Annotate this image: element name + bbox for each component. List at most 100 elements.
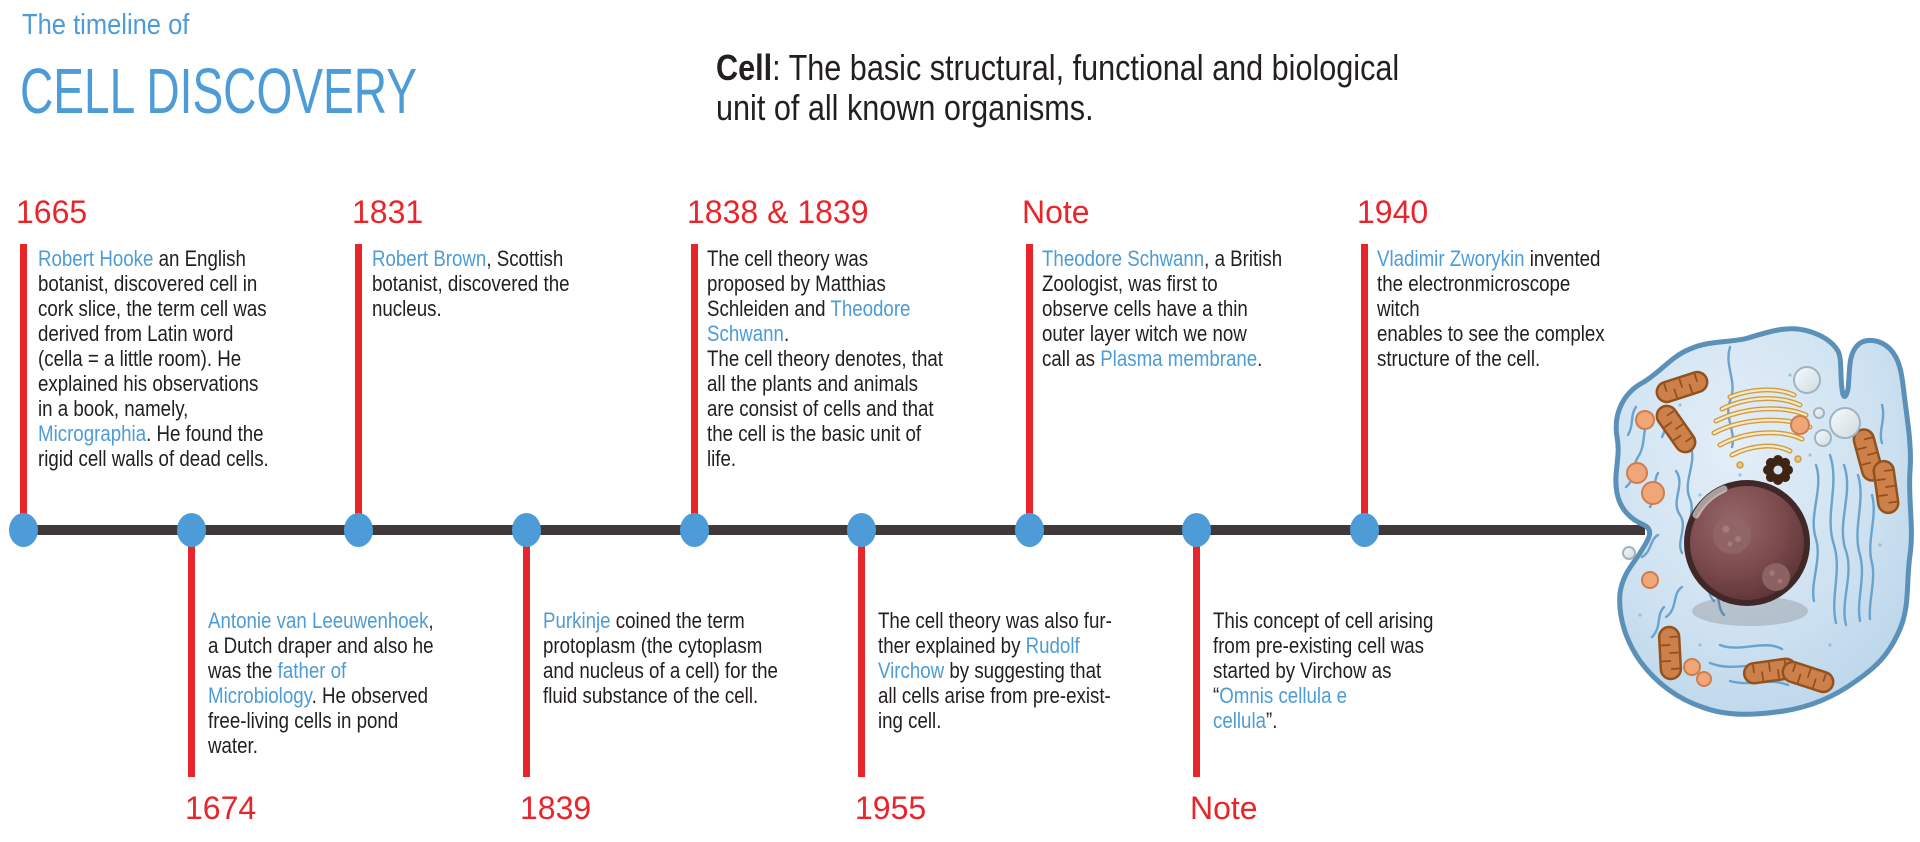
text-segment: derived from Latin word — [38, 321, 234, 346]
event-description: Antonie van Leeuwenhoek,a Dutch draper a… — [208, 608, 434, 758]
event-year-label: Note — [1190, 790, 1258, 826]
text-segment: witch — [1377, 296, 1420, 321]
text-segment: . — [783, 321, 790, 346]
text-segment: fluid substance of the cell. — [543, 683, 759, 708]
nucleus — [1684, 480, 1810, 626]
highlighted-term: Purkinje — [543, 608, 611, 633]
highlighted-term: Theodore Schwann — [1042, 246, 1205, 271]
timeline-dot — [1349, 513, 1379, 547]
text-segment: outer layer witch we now — [1042, 321, 1247, 346]
highlighted-term: Virchow — [878, 658, 945, 683]
text-segment: Schleiden and — [707, 296, 831, 321]
text-segment: proposed by Matthias — [707, 271, 886, 296]
text-segment: started by Virchow as — [1213, 658, 1392, 683]
text-segment: structure of the cell. — [1377, 346, 1541, 371]
animal-cell-illustration — [1580, 315, 1920, 735]
event-connector-line — [19, 244, 27, 530]
event-description: The cell theory was also fur-ther explai… — [878, 608, 1112, 733]
event-connector-line — [1360, 244, 1368, 530]
event-year-label: 1674 — [185, 790, 257, 826]
text-segment: This concept of cell arising — [1213, 608, 1434, 633]
text-segment: ing cell. — [878, 708, 942, 733]
text-segment: “ — [1213, 683, 1220, 708]
text-segment: . — [1257, 346, 1263, 371]
text-segment: . He found the — [146, 421, 264, 446]
highlighted-term: Schwann — [707, 321, 784, 346]
timeline-dot — [846, 513, 876, 547]
text-segment: botanist, discovered the — [372, 271, 570, 296]
timeline-dot — [511, 513, 541, 547]
text-segment: from pre-existing cell was — [1213, 633, 1424, 658]
text-segment: invented — [1524, 246, 1601, 271]
text-segment: water. — [208, 733, 258, 758]
timeline-dot — [176, 513, 206, 547]
highlighted-term: Plasma membrane — [1100, 346, 1258, 371]
page-title: CELL DISCOVERY — [20, 55, 417, 127]
highlighted-term: Theodore — [830, 296, 911, 321]
highlighted-term: cellula — [1213, 708, 1267, 733]
text-segment: the cell is the basic unit of — [707, 421, 922, 446]
text-segment: are consist of cells and that — [707, 396, 934, 421]
text-segment: The cell theory was also fur- — [878, 608, 1112, 633]
text-segment: Zoologist, was first to — [1042, 271, 1218, 296]
text-segment: protoplasm (the cytoplasm — [543, 633, 763, 658]
event-year-label: 1665 — [16, 194, 88, 230]
text-segment: enables to see the complex — [1377, 321, 1605, 346]
text-segment: rigid cell walls of dead cells. — [38, 446, 269, 471]
text-segment: . He observed — [311, 683, 429, 708]
vesicles — [1622, 366, 1861, 560]
text-segment: a Dutch draper and also he — [208, 633, 434, 658]
text-segment: life. — [707, 446, 737, 471]
nucleolus — [1713, 516, 1790, 591]
text-segment: all the plants and animals — [707, 371, 919, 396]
highlighted-term: Vladimir Zworykin — [1377, 246, 1525, 271]
event-connector-line — [690, 244, 698, 530]
text-segment: botanist, discovered cell in — [38, 271, 258, 296]
timeline-dot — [8, 513, 38, 547]
event-connector-line — [522, 530, 530, 777]
text-segment: in a book, namely, — [38, 396, 189, 421]
lysosomes — [1626, 410, 1810, 687]
text-segment: , — [428, 608, 434, 633]
text-segment: coined the term — [610, 608, 745, 633]
event-connector-line — [354, 244, 362, 530]
event-connector-line — [1025, 244, 1033, 530]
text-segment: was the — [208, 658, 278, 683]
event-year-label: 1955 — [855, 790, 927, 826]
event-year-label: 1838 & 1839 — [687, 194, 869, 230]
highlighted-term: Robert Hooke — [38, 246, 154, 271]
event-connector-line — [187, 530, 195, 777]
event-connector-line — [857, 530, 865, 777]
text-segment: nucleus. — [372, 296, 442, 321]
definition-term: Cell — [716, 47, 773, 88]
highlighted-term: Rudolf — [1025, 633, 1080, 658]
event-year-label: Note — [1022, 194, 1090, 230]
definition-text-line1: : The basic structural, functional and b… — [772, 47, 1400, 88]
event-year-label: 1839 — [520, 790, 592, 826]
text-segment: The cell theory denotes, that — [707, 346, 943, 371]
text-segment: and nucleus of a cell) for the — [543, 658, 778, 683]
text-segment: by suggesting that — [944, 658, 1102, 683]
timeline-dot — [1014, 513, 1044, 547]
text-segment: , a British — [1204, 246, 1283, 271]
highlighted-term: Micrographia — [38, 421, 147, 446]
event-year-label: 1831 — [352, 194, 424, 230]
cytoplasm-speckles — [1638, 373, 1882, 647]
animal-cell-drawing — [1613, 326, 1914, 717]
text-segment: an English — [153, 246, 246, 271]
timeline-dot — [1181, 513, 1211, 547]
highlighted-term: Robert Brown — [372, 246, 487, 271]
text-segment: observe cells have a thin — [1042, 296, 1248, 321]
text-segment: (cella = a little room). He — [38, 346, 242, 371]
definition-text-line2: unit of all known organisms. — [716, 87, 1094, 128]
cell-definition: Cell: The basic structural, functional a… — [716, 48, 1399, 128]
text-segment: , Scottish — [486, 246, 564, 271]
event-year-label: 1940 — [1357, 194, 1429, 230]
timeline-dot — [343, 513, 373, 547]
highlighted-term: Microbiology — [208, 683, 312, 708]
timeline-dot — [679, 513, 709, 547]
centriole — [1763, 455, 1793, 485]
